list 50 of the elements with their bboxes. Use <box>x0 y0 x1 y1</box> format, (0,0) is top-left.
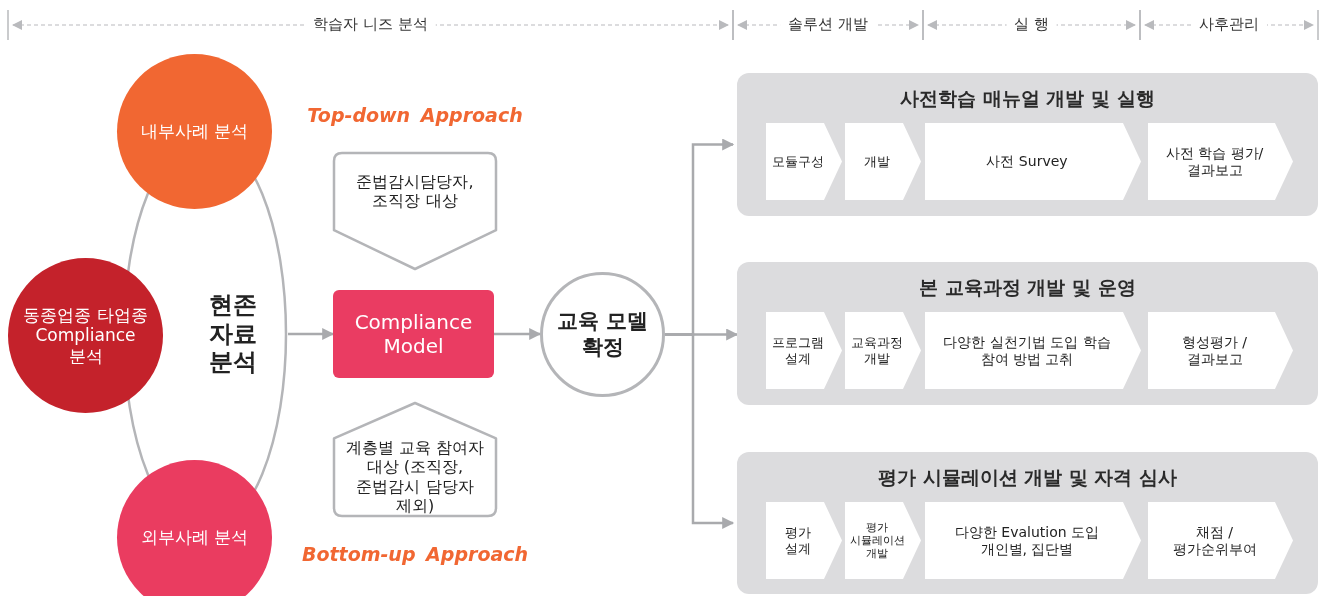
step-label: 평가 설계 <box>784 524 812 557</box>
step-label: 사전 Survey <box>986 153 1068 170</box>
chevron-step <box>925 123 1141 200</box>
arrow <box>494 328 542 340</box>
chevron-step <box>925 312 1141 389</box>
panel-title: 평가 시뮬레이션 개발 및 자격 심사 <box>877 466 1178 489</box>
process-box <box>333 290 494 378</box>
node-label: 준법감시담당자, 조직장 대상 <box>356 171 474 210</box>
phase-label: 학습자 니즈 분석 <box>305 15 436 34</box>
step-label: 다양한 Evalution 도입 개인별, 집단별 <box>953 523 1101 558</box>
node-label: 내부사례 분석 <box>140 121 249 142</box>
chevron-step <box>845 502 921 579</box>
phase-panel <box>737 262 1318 405</box>
phase-panel <box>737 73 1318 216</box>
step-label: 프로그램 설계 <box>772 334 824 367</box>
approach-label: Top-down Approach <box>307 104 523 126</box>
chevron-step <box>1148 123 1293 200</box>
chevron-step <box>845 312 921 389</box>
chevron-step <box>845 123 921 200</box>
node-label: 교육 모델 확정 <box>555 309 650 360</box>
step-label: 채점 / 평가순위부여 <box>1171 523 1258 558</box>
chevron-step <box>1148 502 1293 579</box>
node-label: 계층별 교육 참여자 대상 (조직장, 준법감시 담당자 제외) <box>345 438 485 515</box>
step-label: 형성평가 / 결과보고 <box>1180 333 1249 368</box>
node-label: 현존 자료 분석 <box>209 290 257 377</box>
node-label: Compliance Model <box>353 310 474 358</box>
phase-label: 사후관리 <box>1191 15 1267 34</box>
pentagon-arrow <box>332 151 498 271</box>
chevron-step <box>766 502 842 579</box>
pentagon-arrow <box>332 401 498 518</box>
node-label: 외부사례 분석 <box>140 527 249 548</box>
step-label: 평가 시뮬레이션 개발 <box>849 520 905 561</box>
phase-label: 솔루션 개발 <box>780 15 876 34</box>
phase-label: 실 행 <box>1006 15 1057 34</box>
phase-panel <box>737 452 1318 594</box>
chevron-step <box>766 312 842 389</box>
arrow <box>665 333 735 529</box>
panel-title: 사전학습 매뉴얼 개발 및 실행 <box>900 87 1155 110</box>
node-label: 동종업종 타업종 Compliance 분석 <box>22 304 149 367</box>
chevron-step <box>766 123 842 200</box>
arrow <box>288 328 335 340</box>
panel-title: 본 교육과정 개발 및 운영 <box>919 276 1136 299</box>
step-label: 개발 <box>864 153 890 170</box>
approach-label: Bottom-up Approach <box>301 543 529 565</box>
step-label: 사전 학습 평가/ 결과보고 <box>1164 144 1265 179</box>
chevron-step <box>925 502 1141 579</box>
step-label: 모듈구성 <box>772 153 824 170</box>
step-label: 다양한 실천기법 도입 학습 참여 방법 고취 <box>942 333 1112 368</box>
step-label: 교육과정 개발 <box>851 334 903 367</box>
chevron-step <box>1148 312 1293 389</box>
